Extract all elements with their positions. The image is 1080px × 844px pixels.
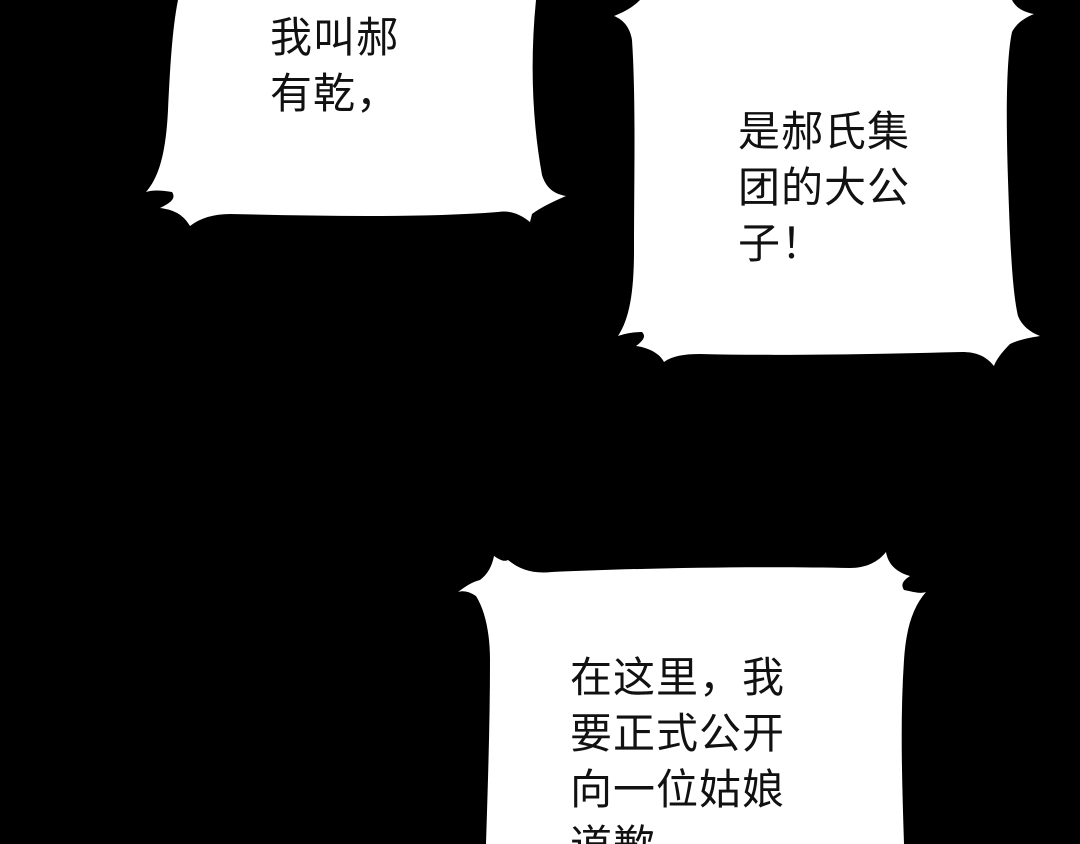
speech-bubble-3-line-4: 道歉 (570, 818, 785, 844)
speech-bubble-3-line-3: 向一位姑娘 (570, 765, 786, 814)
speech-bubble-1-shape (146, 0, 566, 226)
speech-bubble-1-text: 我叫郝 有乾， (270, 10, 399, 122)
speech-bubble-1-line-2: 有乾， (270, 69, 400, 118)
speech-bubble-2-shape (614, 0, 1040, 366)
speech-bubble-1-line-1: 我叫郝 (270, 13, 400, 62)
speech-bubble-3-shape (458, 552, 926, 844)
speech-bubble-3-text: 在这里，我 要正式公开 向一位姑娘 道歉 (570, 650, 785, 844)
speech-bubble-2-line-1: 是郝氏集 (738, 107, 911, 156)
speech-bubble-3-line-1: 在这里，我 (570, 653, 786, 702)
speech-bubble-2-line-3: 子！ (738, 219, 825, 268)
speech-bubble-3-line-2: 要正式公开 (570, 709, 786, 758)
speech-bubble-2-text: 是郝氏集 团的大公 子！ (738, 104, 910, 272)
speech-bubble-2-line-2: 团的大公 (738, 163, 911, 212)
